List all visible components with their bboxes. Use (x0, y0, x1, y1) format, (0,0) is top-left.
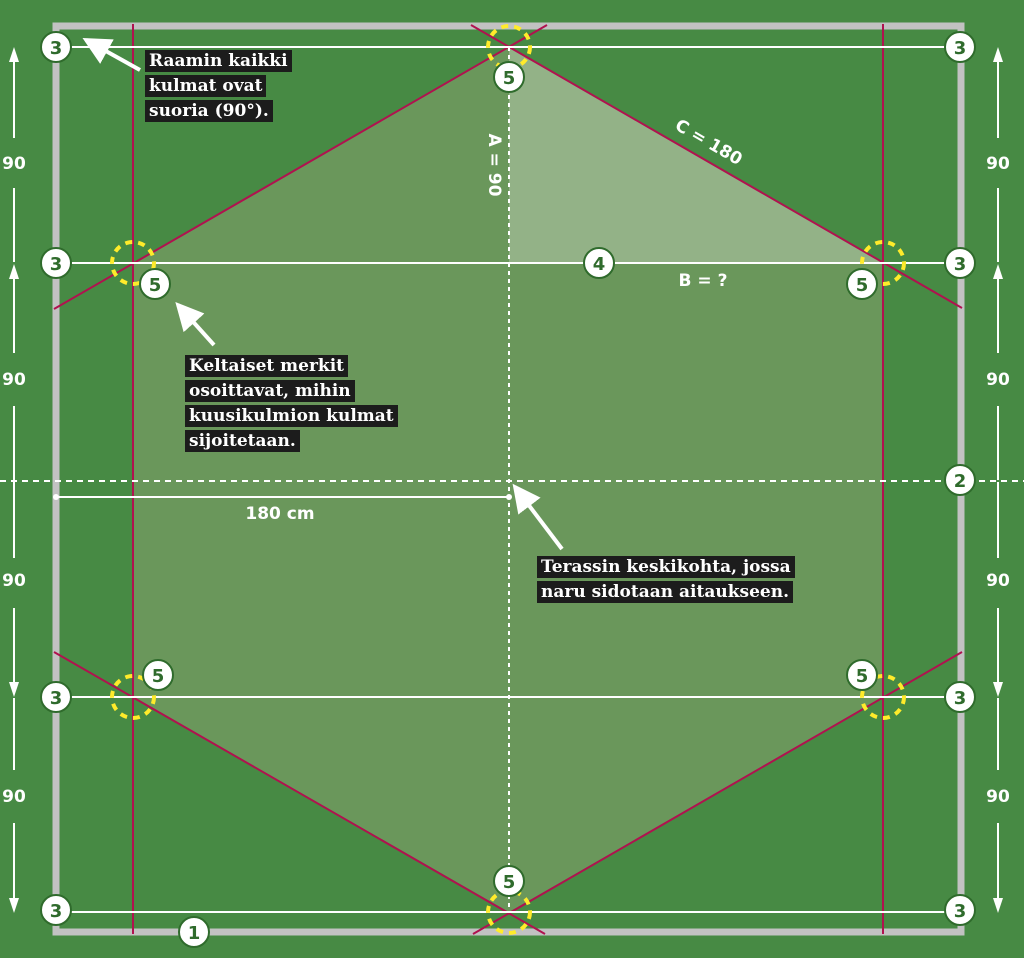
svg-text:5: 5 (856, 275, 869, 296)
right-segment-1: 90 (986, 154, 1010, 174)
svg-text:3: 3 (50, 38, 63, 59)
segment-labels: 90 90 90 90 90 90 90 90 (2, 154, 1010, 807)
note-line: sijoitetaan. (185, 430, 300, 452)
badge-hex-lower-left: 5 (142, 659, 174, 691)
center-note-arrow (512, 483, 564, 551)
badge-corner-bl: 3 (40, 894, 72, 926)
center-point-note: Terassin keskikohta, jossa naru sidotaan… (537, 556, 795, 606)
right-segment-4: 90 (986, 787, 1010, 807)
svg-text:3: 3 (50, 901, 63, 922)
corner-mark-lower-right (860, 674, 906, 720)
yellow-marks-note: Keltaiset merkit osoittavat, mihin kuusi… (185, 355, 398, 455)
badge-corner-tl: 3 (40, 31, 72, 63)
badge-hex-lower-right: 5 (846, 659, 878, 691)
svg-text:5: 5 (503, 872, 516, 893)
upper-left-diagonal (53, 24, 548, 310)
guide-lines (53, 24, 963, 935)
badge-width-line: 4 (583, 247, 615, 279)
note-line: suoria (90°). (145, 100, 273, 122)
badge-frame-side: 1 (178, 916, 210, 948)
svg-text:1: 1 (188, 923, 201, 944)
badge-center-line: 2 (944, 464, 976, 496)
badge-corner-br: 3 (944, 894, 976, 926)
badge-corner-tr: 3 (944, 31, 976, 63)
svg-text:5: 5 (503, 68, 516, 89)
svg-text:3: 3 (954, 688, 967, 709)
right-segment-2: 90 (986, 370, 1010, 390)
svg-text:3: 3 (954, 38, 967, 59)
badge-hex-upper-left: 5 (139, 268, 171, 300)
note-line: osoittavat, mihin (185, 380, 355, 402)
left-segment-1: 90 (2, 154, 26, 174)
badge-width-right: 3 (944, 247, 976, 279)
badge-width-left: 3 (40, 247, 72, 279)
corner-mark-upper-left (110, 240, 156, 286)
note-line: naru sidotaan aitaukseen. (537, 581, 793, 603)
upper-right-diagonal (470, 24, 963, 309)
string-lines (0, 46, 1024, 913)
frame-corners-note: Raamin kaikki kulmat ovat suoria (90°). (145, 50, 292, 125)
badges: 3 3 3 3 3 3 3 3 2 4 1 5 5 5 5 5 5 (40, 31, 976, 948)
note-line: Terassin keskikohta, jossa (537, 556, 795, 578)
svg-text:3: 3 (50, 688, 63, 709)
svg-text:3: 3 (954, 901, 967, 922)
corner-mark-bottom (486, 889, 532, 935)
svg-text:5: 5 (149, 275, 162, 296)
corner-mark-upper-right (860, 240, 906, 286)
badge-hex-top: 5 (493, 61, 525, 93)
svg-text:5: 5 (856, 666, 869, 687)
frame-note-arrow (82, 38, 141, 72)
note-line: kulmat ovat (145, 75, 267, 97)
measure-arrows (9, 47, 1003, 913)
left-segment-4: 90 (2, 787, 26, 807)
svg-text:4: 4 (593, 254, 606, 275)
left-segment-2: 90 (2, 370, 26, 390)
note-arrows (82, 38, 564, 551)
lower-right-diagonal (472, 651, 963, 935)
badge-hex-bottom: 5 (493, 865, 525, 897)
a-label: A = 90 (484, 134, 504, 197)
badge-lower-left: 3 (40, 681, 72, 713)
svg-text:2: 2 (954, 471, 967, 492)
note-line: Raamin kaikki (145, 50, 292, 72)
corner-marks (110, 24, 906, 935)
badge-hex-upper-right: 5 (846, 268, 878, 300)
left-segment-3: 90 (2, 571, 26, 591)
lower-left-diagonal (53, 651, 546, 935)
svg-text:3: 3 (50, 254, 63, 275)
radius-label: 180 cm (245, 504, 314, 524)
svg-text:3: 3 (954, 254, 967, 275)
corner-mark-lower-left (110, 674, 156, 720)
note-line: Keltaiset merkit (185, 355, 349, 377)
radius-start-dot (53, 494, 59, 500)
svg-text:5: 5 (152, 666, 165, 687)
b-label: B = ? (679, 271, 728, 291)
right-segment-3: 90 (986, 571, 1010, 591)
note-line: kuusikulmion kulmat (185, 405, 398, 427)
radius-end-dot (506, 494, 512, 500)
badge-lower-right: 3 (944, 681, 976, 713)
yellow-note-arrow (175, 302, 216, 347)
